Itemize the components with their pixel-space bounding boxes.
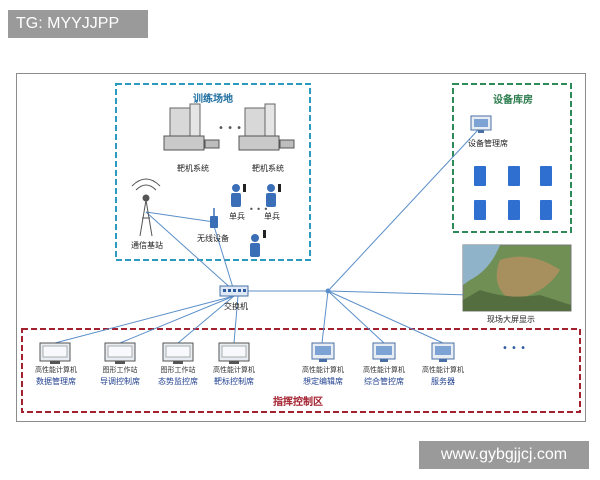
station-type-7: 高性能计算机 xyxy=(422,366,464,374)
station-type-5: 高性能计算机 xyxy=(302,366,344,374)
soldier-left-label: 单兵 xyxy=(229,212,245,221)
server-rack-icons xyxy=(474,166,552,220)
station-role-6: 综合管控席 xyxy=(364,377,404,386)
big-screen-image xyxy=(462,244,572,312)
station-type-3: 图形工作站 xyxy=(160,366,196,374)
soldier-dots: • • • xyxy=(249,205,269,214)
station-type-6: 高性能计算机 xyxy=(363,366,405,374)
station-role-1: 数据管理席 xyxy=(36,377,76,386)
equipment-room-border xyxy=(452,83,572,233)
switch-icon xyxy=(219,285,249,297)
network-links xyxy=(54,129,479,344)
target-system-left-icon xyxy=(163,103,220,151)
station-role-7: 服务器 xyxy=(431,377,455,386)
training-area-title: 训练场地 xyxy=(193,94,233,105)
station-role-3: 态势监控席 xyxy=(158,377,198,386)
soldier-right-label: 单兵 xyxy=(264,212,280,221)
target-system-right-label: 靶机系统 xyxy=(252,164,284,173)
watermark-top: TG: MYYJJPP xyxy=(8,10,148,38)
target-system-left-label: 靶机系统 xyxy=(177,164,209,173)
more-stations: • • • xyxy=(501,343,527,354)
base-station-icon xyxy=(131,178,161,237)
base-station-label: 通信基站 xyxy=(131,241,163,250)
target-system-right-icon xyxy=(238,103,295,151)
station-role-2: 导调控制席 xyxy=(100,377,140,386)
switch-label: 交换机 xyxy=(224,302,248,311)
equipment-room-title: 设备库房 xyxy=(493,95,533,106)
diagram-frame xyxy=(16,73,586,422)
command-area-border xyxy=(21,328,581,413)
watermark-bottom: www.gybgjjcj.com xyxy=(419,441,589,469)
station-role-4: 靶标控制席 xyxy=(214,377,254,386)
station-type-2: 图形工作站 xyxy=(102,366,138,374)
command-area-title: 指挥控制区 xyxy=(273,397,323,408)
target-ellipsis: • • • xyxy=(218,123,243,134)
soldier-icon-1 xyxy=(231,184,246,207)
station-type-4: 高性能计算机 xyxy=(213,366,255,374)
manager-monitor-icon xyxy=(470,115,492,133)
big-screen-label: 现场大屏显示 xyxy=(487,315,535,324)
command-monitor-icons xyxy=(39,342,455,364)
soldier-icon-2 xyxy=(266,184,281,207)
wireless-device-icon xyxy=(210,208,218,228)
training-area-border xyxy=(115,83,311,261)
station-role-5: 想定编辑席 xyxy=(303,377,343,386)
soldier-icon-3 xyxy=(250,230,266,257)
station-type-1: 高性能计算机 xyxy=(35,366,77,374)
manager-seat-label: 设备管理席 xyxy=(468,139,508,148)
wireless-device-label: 无线设备 xyxy=(197,234,229,243)
